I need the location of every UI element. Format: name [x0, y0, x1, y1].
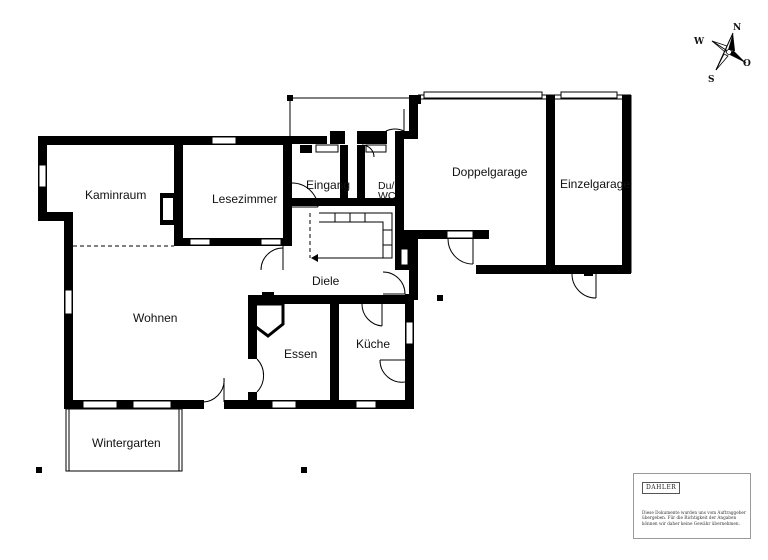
brand-logo: DAHLER	[642, 482, 681, 494]
disclaimer-text: Diese Dokumente wurden uns vom Auftragge…	[642, 510, 746, 526]
compass-rose: N W O S	[693, 23, 751, 85]
compass-west: W	[693, 37, 705, 47]
label-doppelgarage: Doppelgarage	[452, 165, 528, 179]
label-du: Du/	[378, 180, 394, 192]
compass-south: S	[708, 75, 715, 85]
label-wohnen: Wohnen	[133, 311, 177, 325]
label-wc: WC	[378, 190, 396, 202]
label-eingang: Eingang	[306, 178, 350, 192]
label-lesezimmer: Lesezimmer	[212, 192, 277, 206]
windows	[38, 91, 618, 409]
label-kueche: Küche	[356, 337, 390, 351]
thin-lines	[65, 94, 632, 472]
label-wintergarten: Wintergarten	[92, 436, 161, 450]
stair-arrow-icon	[311, 254, 318, 262]
door-swings	[199, 109, 597, 403]
entrance-arrow-icon-2	[410, 272, 418, 284]
entrance-arrow-icon	[301, 136, 311, 143]
label-diele: Diele	[312, 274, 340, 288]
label-kaminraum: Kaminraum	[85, 188, 146, 202]
compass-north: N	[733, 23, 741, 33]
label-einzelgarage: Einzelgarage	[560, 177, 630, 191]
compass-east: O	[743, 59, 751, 69]
disclaimer-box: DAHLER Diese Dokumente wurden uns vom Au…	[633, 473, 751, 539]
label-essen: Essen	[284, 347, 317, 361]
